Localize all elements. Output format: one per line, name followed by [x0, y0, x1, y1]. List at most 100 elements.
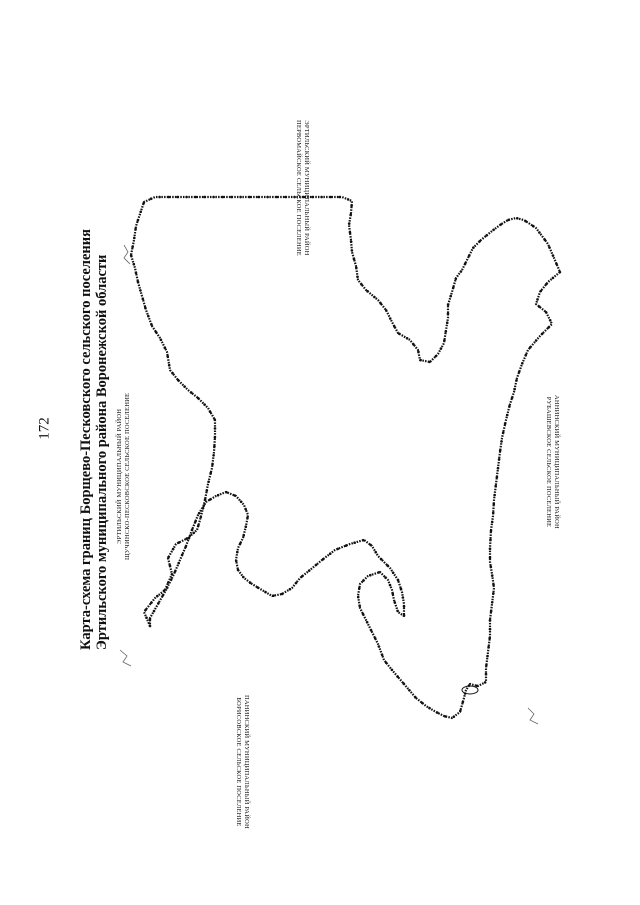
boundary-vertex	[358, 604, 362, 608]
boundary-vertex	[508, 405, 511, 408]
boundary-vertex	[148, 617, 152, 621]
boundary-vertex	[311, 195, 314, 199]
boundary-vertex	[488, 556, 492, 560]
boundary-vertex	[275, 195, 278, 199]
region-label-ertil-top: ЭРТИЛЬСКИЙ МУНИЦИПАЛЬНЫЙ РАЙОН ЩУЧИНСКО-…	[116, 393, 131, 560]
boundary-vertex	[168, 564, 172, 567]
boundary-vertex	[373, 637, 377, 640]
boundary-vertex	[355, 266, 358, 270]
boundary-vertex	[293, 195, 296, 199]
boundary-vertex	[176, 378, 180, 382]
boundary-vertex	[551, 254, 555, 257]
boundary-vertex	[213, 445, 216, 448]
boundary-vertex	[558, 270, 562, 274]
boundary-vertex	[529, 346, 532, 349]
boundary-vertex	[150, 323, 153, 326]
boundary-vertex	[314, 563, 318, 567]
boundary-vertex	[131, 245, 134, 249]
boundary-vertex	[349, 240, 353, 243]
boundary-vertex	[488, 636, 492, 640]
boundary-vertex	[230, 195, 233, 199]
boundary-vertex	[369, 573, 372, 577]
boundary-vertex	[236, 568, 240, 572]
river-north	[123, 244, 131, 265]
boundary-vertex	[358, 586, 361, 590]
boundary-vertex	[144, 608, 147, 612]
boundary-vertex	[488, 618, 492, 622]
boundary-vertex	[328, 552, 332, 555]
boundary-vertex	[463, 262, 467, 265]
boundary-vertex	[356, 275, 359, 279]
boundary-vertex	[197, 511, 201, 515]
boundary-vertex	[507, 218, 510, 222]
boundary-vertex	[396, 675, 400, 678]
boundary-vertex	[244, 508, 247, 511]
boundary-vertex	[384, 309, 388, 312]
boundary-vertex	[516, 217, 519, 220]
boundary-vertex	[236, 550, 239, 554]
boundary-vertex	[360, 283, 363, 286]
boundary-vertex	[388, 317, 392, 320]
boundary-vertex	[446, 303, 450, 307]
boundary-vertex	[551, 276, 555, 280]
boundary-vertex	[544, 311, 548, 314]
boundary-vertex	[350, 249, 354, 252]
boundary-vertex	[417, 350, 420, 354]
boundary-vertex	[156, 594, 159, 598]
boundary-vertex	[384, 661, 388, 665]
boundary-vertex	[197, 397, 200, 400]
boundary-vertex	[145, 616, 148, 619]
boundary-vertex	[185, 195, 188, 199]
boundary-vertex	[401, 596, 405, 599]
boundary-vertex	[384, 576, 387, 579]
boundary-vertex	[505, 413, 509, 417]
boundary-vertex	[234, 559, 238, 563]
boundary-vertex	[492, 592, 495, 595]
boundary-vertex	[461, 700, 465, 704]
boundary-vertex	[184, 545, 188, 548]
boundary-vertex	[493, 493, 496, 497]
boundary-vertex	[399, 587, 403, 590]
boundary-vertex	[467, 684, 471, 687]
boundary-vertex	[307, 569, 311, 572]
boundary-vertex	[490, 601, 494, 604]
boundary-vertex	[173, 570, 177, 573]
boundary-vertex	[379, 302, 383, 305]
boundary-vertex	[238, 542, 242, 545]
boundary-vertex	[167, 581, 170, 584]
boundary-vertex	[366, 289, 369, 293]
boundary-vertex	[428, 360, 431, 364]
boundary-vertex	[402, 682, 405, 685]
boundary-vertex	[302, 195, 305, 199]
boundary-vertex	[336, 547, 340, 551]
boundary-vertex	[161, 594, 165, 597]
boundary-vertex	[386, 564, 389, 567]
boundary-vertex	[163, 589, 166, 592]
boundary-vertex	[472, 246, 475, 249]
boundary-vertex	[412, 343, 415, 346]
boundary-vertex	[202, 504, 206, 507]
boundary-vertex	[352, 257, 356, 261]
boundary-vertex	[248, 195, 251, 199]
boundary-vertex	[388, 583, 392, 587]
boundary-vertex	[475, 684, 479, 688]
boundary-vertex	[242, 534, 245, 537]
boundary-vertex	[149, 197, 153, 201]
boundary-vertex	[347, 222, 351, 225]
boundary-vertices	[129, 195, 562, 718]
boundary-vertex	[377, 571, 381, 574]
boundary-vertex	[142, 202, 145, 205]
region-anninsky-settlement: РУБАШЕВСКОЕ СЕЛЬСКОЕ ПОСЕЛЕНИЕ	[545, 396, 553, 528]
boundary-vertex	[478, 240, 482, 243]
boundary-vertex	[183, 385, 186, 388]
boundary-vertex	[171, 371, 174, 375]
boundary-vertex	[449, 294, 453, 298]
boundary-vertex	[203, 195, 206, 199]
boundary-vertex	[225, 490, 228, 494]
settlement-boundary	[129, 195, 562, 720]
boundary-vertex	[134, 227, 137, 231]
boundary-vertex	[365, 620, 369, 624]
boundary-vertex	[393, 601, 397, 604]
boundary-vertex	[213, 427, 217, 430]
boundary-vertex	[515, 379, 518, 382]
